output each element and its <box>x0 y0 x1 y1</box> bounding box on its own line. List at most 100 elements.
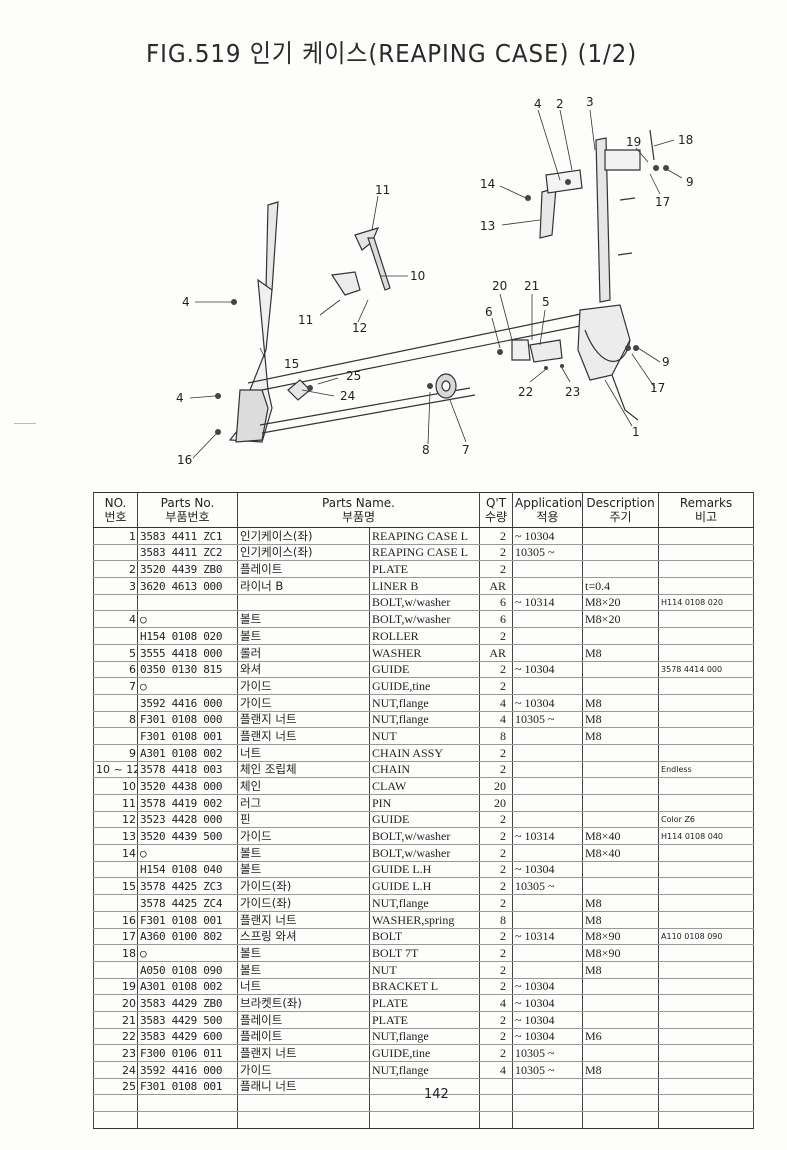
cell-qty: 2 <box>479 560 514 579</box>
callout-7: 5 <box>542 295 550 309</box>
cell-remark: Endless <box>658 761 755 779</box>
cell-qty: 2 <box>479 1011 514 1029</box>
cell-remark <box>658 994 755 1012</box>
cell-app: 10305 ~ <box>512 1061 584 1079</box>
cell-part: F300 0106 011 <box>137 1044 238 1062</box>
callout-3: 3 <box>586 95 594 109</box>
cell-name-en: BOLT,w/washer <box>368 827 481 846</box>
cell-name-ko: 플래니 너트 <box>237 1078 370 1096</box>
cell-app <box>512 911 584 929</box>
cell-no: 5 <box>93 644 138 662</box>
cell-qty: AR <box>479 644 514 662</box>
cell-no: 11 <box>93 794 138 812</box>
cell-desc <box>582 877 660 896</box>
cell-qty: 6 <box>479 610 514 629</box>
cell-name-ko <box>237 594 370 612</box>
cell-name-ko: 가이드 <box>237 677 370 695</box>
cell-qty: 2 <box>479 661 514 679</box>
cell-part: ○ <box>137 677 238 695</box>
cell-remark <box>658 978 755 996</box>
cell-name-ko: 가이드(좌) <box>237 877 370 896</box>
cell-name-en: BOLT,w/washer <box>368 594 481 612</box>
cell-desc: M8×90 <box>582 944 660 962</box>
cell-desc: M6 <box>582 1028 660 1046</box>
cell-name-en: LINER B <box>368 577 481 595</box>
cell-remark <box>658 961 755 979</box>
cell-name-en: WASHER,spring <box>368 911 481 929</box>
cell-part <box>137 1111 238 1129</box>
cell-no: 6 <box>93 661 138 679</box>
col-parts-no: Parts No.부품번호 <box>137 492 238 528</box>
cell-remark <box>658 544 755 562</box>
cell-qty: 6 <box>479 594 514 612</box>
cell-name-ko: 플랜지 너트 <box>237 711 370 729</box>
cell-remark: H114 0108 040 <box>658 827 755 846</box>
cell-name-ko: 볼트 <box>237 627 370 645</box>
callout-10: 10 <box>410 269 425 283</box>
cell-desc <box>582 994 660 1012</box>
cell-app: ~ 10304 <box>512 527 584 545</box>
cell-remark <box>658 1111 755 1129</box>
cell-part: ○ <box>137 610 238 629</box>
callout-1: 1 <box>632 425 640 439</box>
cell-desc <box>582 744 660 762</box>
cell-remark <box>658 911 755 929</box>
cell-part: A050 0108 090 <box>137 961 238 979</box>
cell-name-ko: 롤러 <box>237 644 370 662</box>
cell-no: 2 <box>93 560 138 579</box>
cell-name-en: PLATE <box>368 560 481 579</box>
cell-part: 3555 4418 000 <box>137 644 238 662</box>
cell-desc: M8 <box>582 727 660 745</box>
cell-name-ko: 플레이트 <box>237 1028 370 1046</box>
cell-desc: M8 <box>582 644 660 662</box>
cell-app: 10305 ~ <box>512 877 584 896</box>
cell-name-ko: 플랜지 너트 <box>237 1044 370 1062</box>
col-no: NO.번호 <box>93 492 138 528</box>
cell-part: 3520 4439 ZB0 <box>137 560 238 579</box>
cell-no: 22 <box>93 1028 138 1046</box>
cell-desc <box>582 761 660 779</box>
cell-app: ~ 10304 <box>512 994 584 1012</box>
cell-part <box>137 594 238 612</box>
cell-remark <box>658 794 755 812</box>
cell-qty: 2 <box>479 1028 514 1046</box>
cell-app: ~ 10314 <box>512 928 584 946</box>
cell-qty: 2 <box>479 928 514 946</box>
cell-app <box>512 1111 584 1129</box>
cell-name-ko: 볼트 <box>237 944 370 962</box>
cell-desc: M8 <box>582 911 660 929</box>
cell-name-en: PLATE <box>368 1011 481 1029</box>
cell-remark <box>658 1094 755 1113</box>
cell-name-ko: 가이드 <box>237 1061 370 1079</box>
cell-remark <box>658 844 755 862</box>
cell-qty: 2 <box>479 744 514 762</box>
cell-name-ko <box>237 1111 370 1129</box>
cell-qty: 4 <box>479 994 514 1012</box>
cell-no: 16 <box>93 911 138 929</box>
cell-name-en: GUIDE,tine <box>368 677 481 695</box>
cell-qty: 4 <box>479 711 514 729</box>
cell-app: ~ 10314 <box>512 594 584 612</box>
cell-part: ○ <box>137 944 238 962</box>
cell-name-ko: 인기케이스(좌) <box>237 527 370 545</box>
cell-name-en <box>368 1078 481 1096</box>
cell-no: 18 <box>93 944 138 962</box>
callout-6: 8 <box>422 443 430 457</box>
cell-desc <box>582 527 660 545</box>
cell-name-ko: 스프링 와셔 <box>237 928 370 946</box>
cell-name-ko: 플레이트 <box>237 1011 370 1029</box>
cell-part: A301 0108 002 <box>137 978 238 996</box>
